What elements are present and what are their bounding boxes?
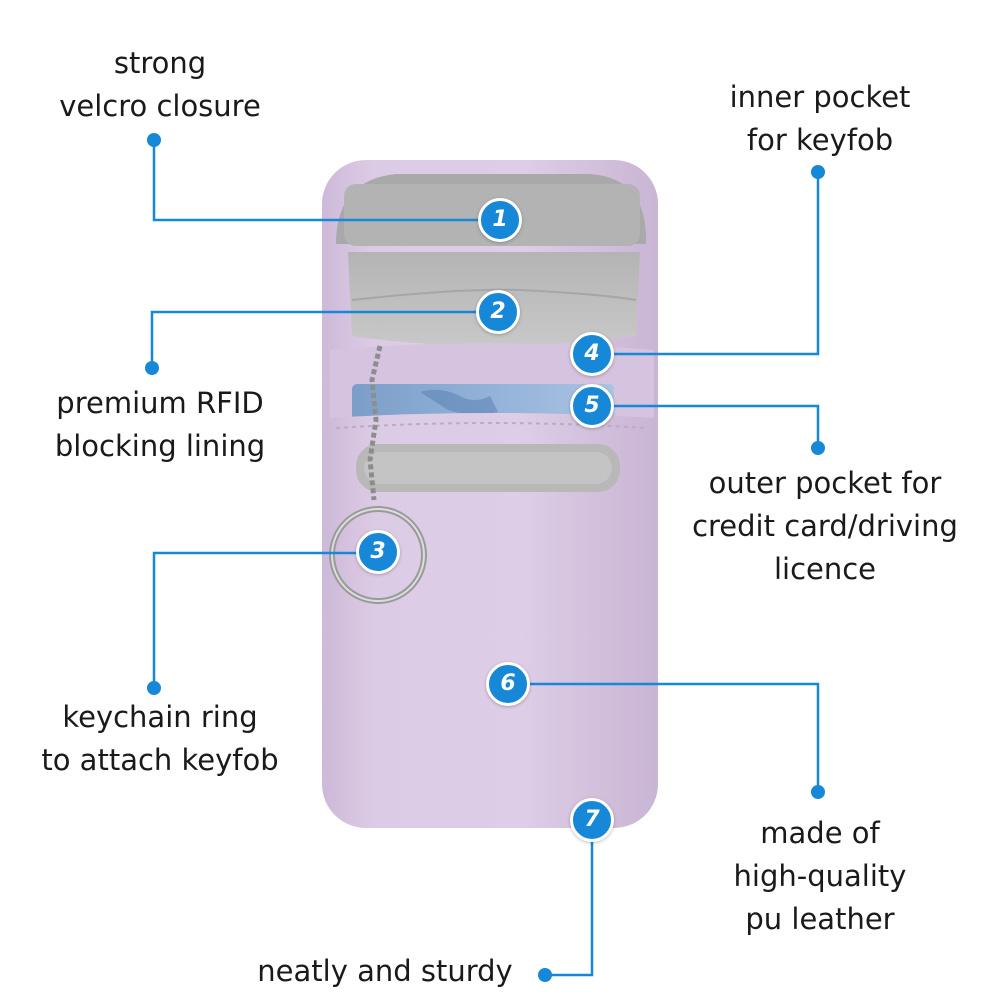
badge-3: 3: [356, 530, 400, 574]
feature-label-line: premium RFID: [56, 386, 264, 420]
feature-label-line: made of: [760, 816, 880, 850]
badge-7: 7: [570, 798, 614, 842]
feature-label-velcro: strong velcro closure: [30, 42, 290, 128]
feature-label-line: keychain ring: [62, 700, 258, 734]
feature-label-rfid-lining: premium RFID blocking lining: [20, 382, 300, 468]
feature-label-keychain-ring: keychain ring to attach keyfob: [20, 696, 300, 782]
feature-label-line: strong: [113, 46, 207, 80]
feature-label-line: to attach keyfob: [41, 743, 279, 777]
badge-5: 5: [570, 384, 614, 428]
keychain: [367, 345, 383, 501]
feature-label-line: pu leather: [745, 902, 895, 936]
badge-2: 2: [476, 290, 520, 334]
badge-1: 1: [478, 198, 522, 242]
badge-6: 6: [486, 662, 530, 706]
feature-label-line: inner pocket: [729, 80, 911, 114]
feature-label-line: licence: [773, 552, 877, 586]
leader-lines: [150, 140, 820, 977]
feature-label-line: velcro closure: [59, 89, 261, 123]
feature-label-pu-leather: made of high-quality pu leather: [700, 812, 940, 941]
leader-dots: [145, 133, 825, 982]
feature-label-line: for keyfob: [746, 123, 894, 157]
feature-label-inner-pocket: inner pocket for keyfob: [700, 76, 940, 162]
feature-label-line: blocking lining: [54, 429, 266, 463]
badge-4: 4: [570, 332, 614, 376]
feature-label-line: high-quality: [733, 859, 907, 893]
feature-label-sturdy: neatly and sturdy: [240, 950, 530, 993]
feature-label-line: outer pocket for: [708, 466, 942, 500]
feature-label-line: credit card/driving: [692, 509, 958, 543]
feature-label-line: neatly and sturdy: [257, 954, 513, 988]
feature-label-outer-pocket: outer pocket for credit card/driving lic…: [670, 462, 980, 591]
